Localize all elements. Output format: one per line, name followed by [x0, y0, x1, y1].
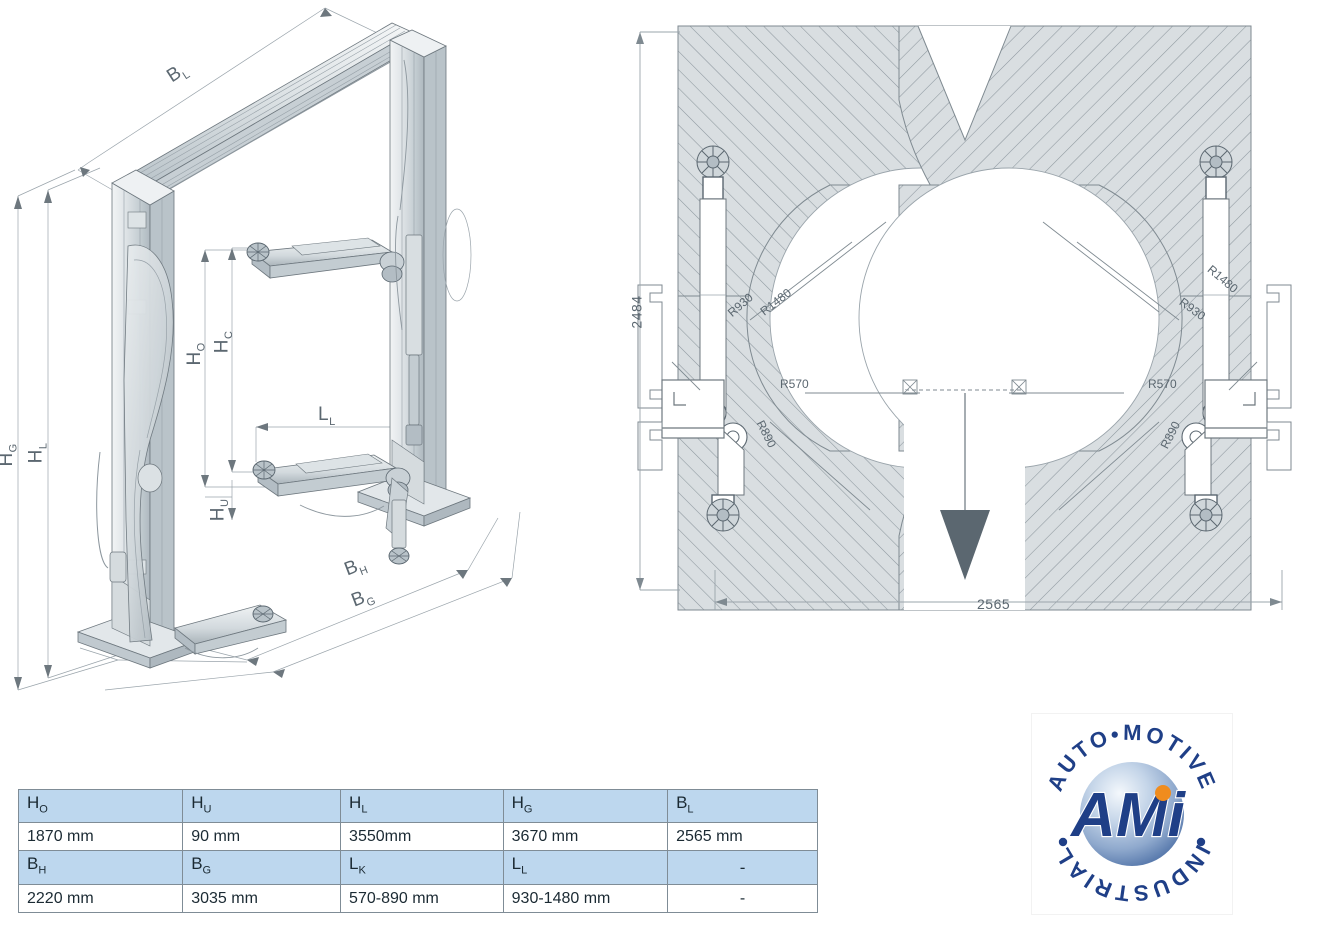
dim-label-ll: LL	[318, 404, 336, 428]
table-header-cell: BL	[667, 788, 818, 824]
ami-logo-graphic: AUTO•MOTIVE INDUSTRIAL AMi	[1042, 720, 1218, 907]
table-value-cell: 3035 mm	[182, 883, 342, 913]
table-header-cell: LK	[340, 850, 504, 885]
dim-label-ho: HO	[183, 342, 208, 366]
down-arrow-marker	[940, 393, 990, 580]
table-header-cell: HL	[340, 788, 504, 824]
table-value-cell: 90 mm	[182, 822, 342, 852]
dim-label-hc: HC	[211, 330, 236, 354]
table-header-cell: BH	[17, 850, 184, 885]
plan-view: 2484 2565 R930 R1480 R570 R890 R1480 R93…	[600, 10, 1329, 650]
table-value-cell: 1870 mm	[17, 822, 184, 852]
plan-swing-drawing	[600, 10, 1329, 650]
dim-label-hl: HL	[25, 442, 50, 464]
ami-logo: AUTO•MOTIVE INDUSTRIAL AMi	[1031, 713, 1233, 915]
table-value-cell: 570-890 mm	[340, 883, 504, 913]
dim-2565: 2565	[977, 596, 1011, 612]
dim-label-hg: HG	[0, 443, 20, 466]
table-header-cell: BG	[182, 850, 342, 885]
dim-label-hu: HU	[207, 498, 232, 522]
table-value-cell: 930-1480 mm	[502, 883, 669, 913]
isometric-lift-drawing	[14, 7, 521, 691]
table-value-cell: 3670 mm	[502, 822, 669, 852]
table-value-cell: 3550mm	[340, 822, 504, 852]
radius-label-left-r570: R570	[780, 377, 809, 391]
table-header-cell: HU	[182, 788, 342, 824]
table-value-cell: -	[667, 883, 818, 913]
table-header-cell: -	[667, 850, 818, 885]
radius-label-right-r570: R570	[1148, 377, 1177, 391]
dim-2484: 2484	[628, 295, 645, 329]
isometric-view: BL HG HL HO HC HU LL BH BG	[0, 0, 640, 720]
table-header-cell: HG	[502, 788, 669, 824]
table-value-cell: 2220 mm	[17, 883, 184, 913]
table-header-cell: LL	[502, 850, 669, 885]
table-header-cell: HO	[17, 788, 184, 824]
table-value-cell: 2565 mm	[667, 822, 818, 852]
